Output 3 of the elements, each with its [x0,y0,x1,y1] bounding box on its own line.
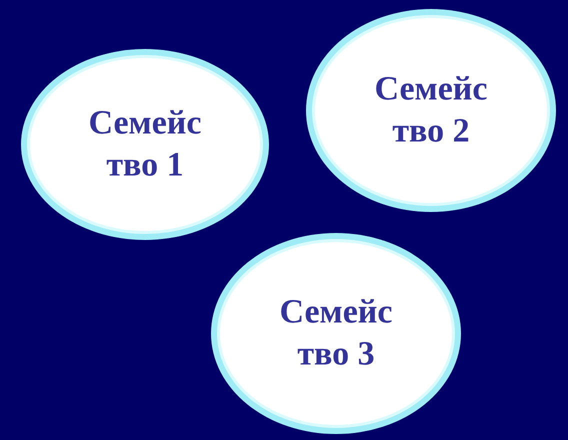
node-label: Семейс тво 3 [278,292,394,374]
node-label: Семейс тво 1 [88,103,202,186]
node-label: Семейс тво 2 [374,69,488,152]
